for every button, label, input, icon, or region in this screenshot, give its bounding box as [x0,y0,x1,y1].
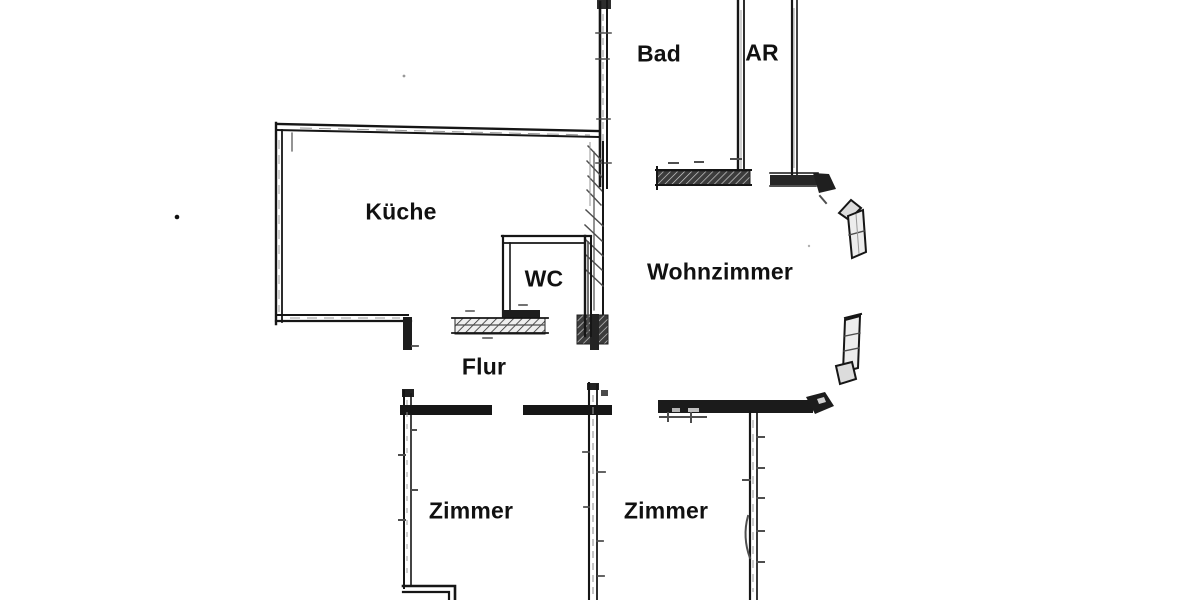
room-label-bad: Bad [636,40,682,67]
wc-walls [500,234,593,338]
zimmer-left-wall [398,389,418,589]
ar-right-wall [790,0,798,179]
wohnzimmer-bottom-wall [658,392,834,423]
ar-bottom-wall [769,172,836,205]
flur-bottom-wall-right [523,405,612,415]
flur-bottom-wall-left [400,405,492,415]
kueche-top-wall [275,122,600,152]
zimmer-left-bottom-corner [401,584,457,600]
bad-ar-divider-wall [730,0,745,182]
flur-top-wall [451,310,549,339]
room-label-kueche: Küche [365,198,437,225]
balcony-window-upper [837,198,868,260]
zimmer-divider-wall [582,381,608,600]
bad-bottom-wall [655,161,752,190]
bad-left-wall [586,0,612,206]
room-label-wc: WC [524,265,564,292]
room-label-zimmer-left: Zimmer [428,497,514,524]
zimmer-right-wall [742,410,765,600]
room-label-wohnzimmer: Wohnzimmer [647,258,793,285]
scan-specks [174,74,811,248]
room-label-flur: Flur [461,353,507,380]
room-label-zimmer-right: Zimmer [623,497,709,524]
balcony-window-lower [834,312,863,386]
kueche-bottom-wall [274,314,419,350]
room-label-ar: AR [745,39,779,66]
kueche-left-wall [274,121,283,326]
kueche-wohnzimmer-divider-wall [576,141,609,350]
